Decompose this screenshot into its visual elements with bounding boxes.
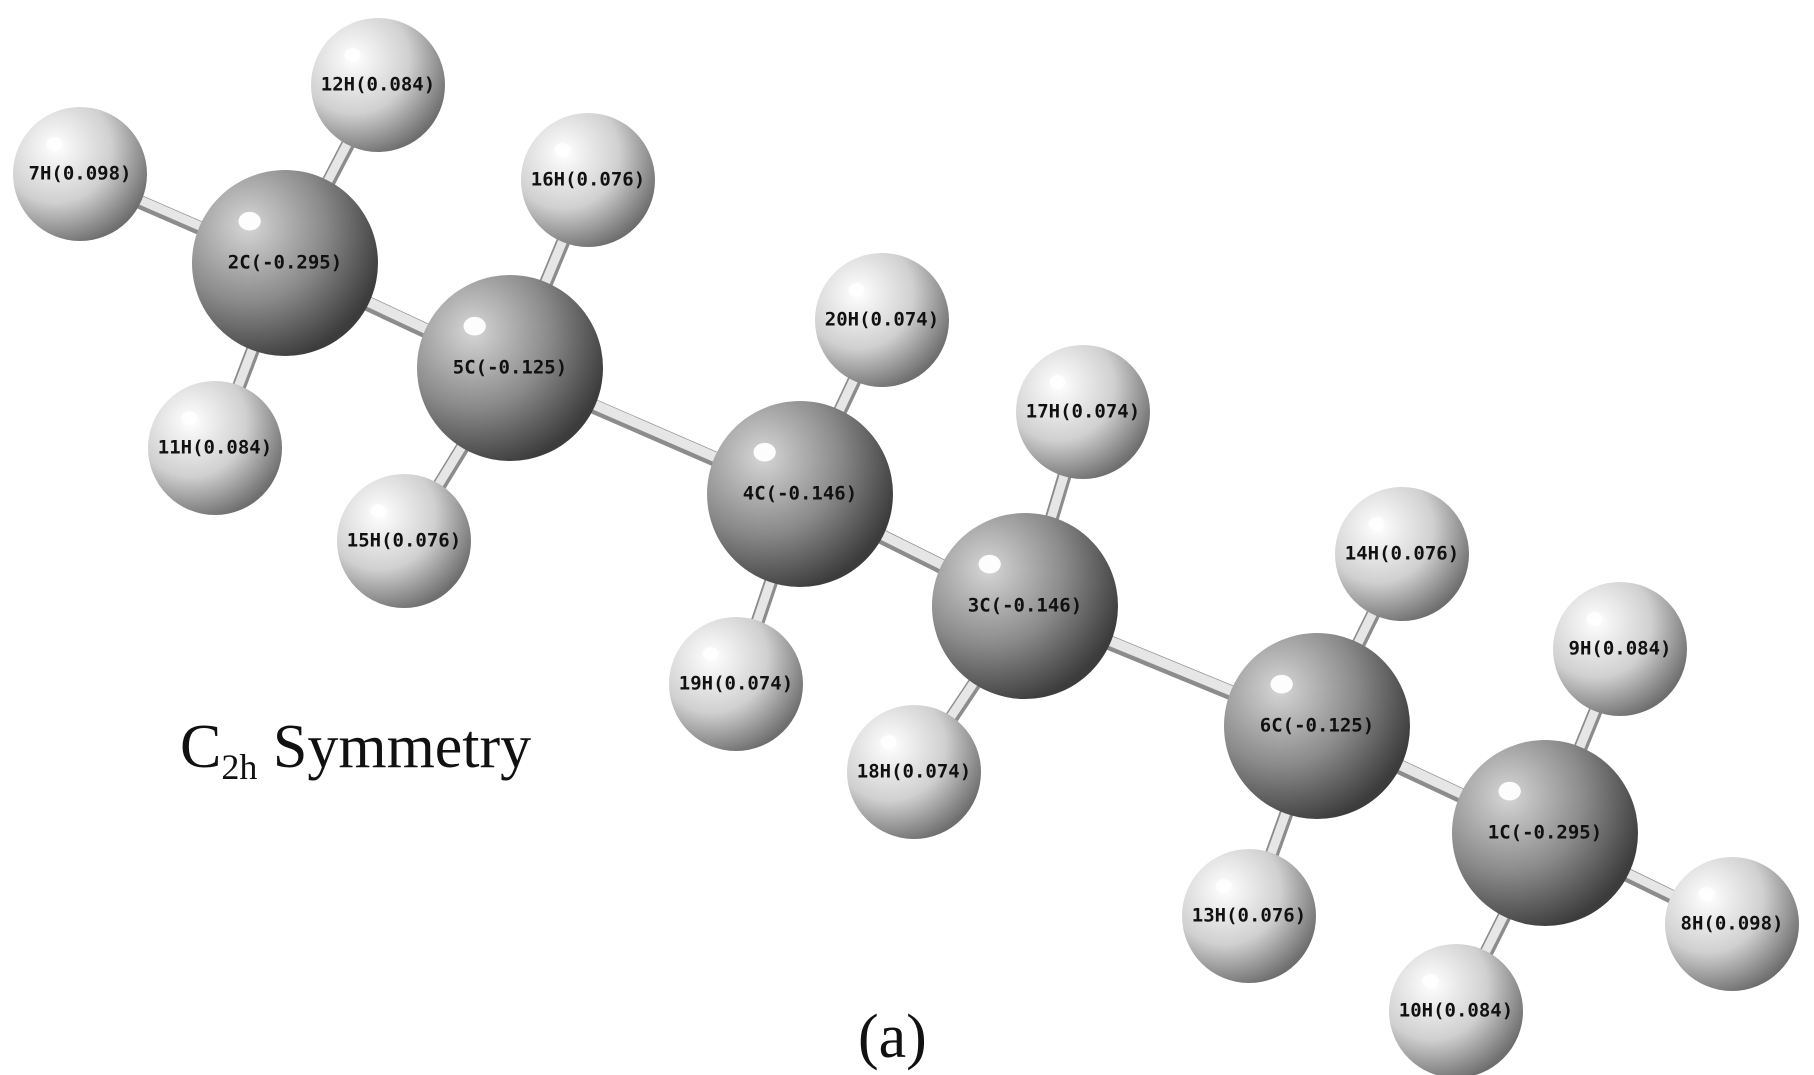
atom-17H: 17H(0.074) (1016, 345, 1150, 479)
atom-label: 15H(0.076) (347, 530, 461, 552)
atom-label: 4C(-0.146) (743, 483, 857, 505)
specular-highlight (238, 211, 261, 231)
atom-16H: 16H(0.076) (521, 113, 655, 247)
hydrogen-sphere (1335, 487, 1469, 621)
carbon-sphere (1224, 633, 1410, 819)
atom-label: 6C(-0.125) (1260, 715, 1374, 737)
atom-8H: 8H(0.098) (1665, 857, 1799, 991)
atom-11H: 11H(0.084) (148, 381, 282, 515)
specular-highlight (1498, 781, 1521, 801)
atom-6C: 6C(-0.125) (1224, 633, 1410, 819)
carbon-sphere (932, 513, 1118, 699)
atom-label: 19H(0.074) (679, 673, 793, 695)
atom-10H: 10H(0.084) (1389, 944, 1523, 1075)
atom-12H: 12H(0.084) (311, 18, 445, 152)
specular-highlight (463, 316, 486, 336)
hydrogen-sphere (148, 381, 282, 515)
specular-highlight (753, 442, 776, 462)
hydrogen-sphere (1016, 345, 1150, 479)
hydrogen-sphere (337, 474, 471, 608)
atom-label: 16H(0.076) (531, 169, 645, 191)
hydrogen-sphere (1553, 582, 1687, 716)
hydrogen-sphere (1665, 857, 1799, 991)
specular-highlight (1049, 375, 1066, 389)
specular-highlight (1698, 887, 1715, 901)
hydrogen-sphere (13, 107, 147, 241)
atom-label: 17H(0.074) (1026, 401, 1140, 423)
hydrogen-sphere (1182, 849, 1316, 983)
atom-label: 10H(0.084) (1399, 1000, 1513, 1022)
specular-highlight (344, 48, 361, 62)
atom-2C: 2C(-0.295) (192, 170, 378, 356)
atom-18H: 18H(0.074) (847, 705, 981, 839)
atom-19H: 19H(0.074) (669, 617, 803, 751)
atom-label: 2C(-0.295) (228, 252, 342, 274)
specular-highlight (181, 411, 198, 425)
atom-label: 1C(-0.295) (1488, 822, 1602, 844)
atom-5C: 5C(-0.125) (417, 275, 603, 461)
hydrogen-sphere (1389, 944, 1523, 1075)
atom-label: 20H(0.074) (825, 309, 939, 331)
atom-label: 13H(0.076) (1192, 905, 1306, 927)
carbon-sphere (707, 401, 893, 587)
specular-highlight (1422, 974, 1439, 988)
atom-label: 12H(0.084) (321, 74, 435, 96)
atom-label: 9H(0.084) (1569, 638, 1672, 660)
specular-highlight (978, 554, 1001, 574)
atom-label: 7H(0.098) (29, 163, 132, 185)
atom-1C: 1C(-0.295) (1452, 740, 1638, 926)
atom-label: 5C(-0.125) (453, 357, 567, 379)
symmetry-caption: C2h Symmetry (180, 712, 531, 788)
panel-label: (a) (858, 1003, 927, 1071)
atom-label: 18H(0.074) (857, 761, 971, 783)
atom-9H: 9H(0.084) (1553, 582, 1687, 716)
specular-highlight (1368, 517, 1385, 531)
atom-label: 14H(0.076) (1345, 543, 1459, 565)
atom-13H: 13H(0.076) (1182, 849, 1316, 983)
carbon-sphere (1452, 740, 1638, 926)
symmetry-suffix: Symmetry (257, 713, 532, 781)
carbon-sphere (417, 275, 603, 461)
carbon-sphere (192, 170, 378, 356)
atom-label: 11H(0.084) (158, 437, 272, 459)
hydrogen-sphere (815, 253, 949, 387)
specular-highlight (46, 137, 63, 151)
atom-20H: 20H(0.074) (815, 253, 949, 387)
atom-14H: 14H(0.076) (1335, 487, 1469, 621)
symmetry-main: C (180, 713, 222, 781)
hydrogen-sphere (669, 617, 803, 751)
atom-15H: 15H(0.076) (337, 474, 471, 608)
specular-highlight (554, 143, 571, 157)
specular-highlight (1270, 674, 1293, 694)
atom-label: 3C(-0.146) (968, 595, 1082, 617)
hydrogen-sphere (311, 18, 445, 152)
atom-7H: 7H(0.098) (13, 107, 147, 241)
specular-highlight (848, 283, 865, 297)
specular-highlight (370, 504, 387, 518)
specular-highlight (1215, 879, 1232, 893)
atoms-layer: 1C(-0.295) 2C(-0.295) 3C(-0.146) 4C(-0.146)… (13, 18, 1799, 1075)
atom-label: 8H(0.098) (1681, 913, 1784, 935)
hydrogen-sphere (521, 113, 655, 247)
specular-highlight (702, 647, 719, 661)
symmetry-subscript: 2h (221, 747, 258, 787)
specular-highlight (1586, 612, 1603, 626)
atom-3C: 3C(-0.146) (932, 513, 1118, 699)
hydrogen-sphere (847, 705, 981, 839)
specular-highlight (880, 735, 897, 749)
atom-4C: 4C(-0.146) (707, 401, 893, 587)
